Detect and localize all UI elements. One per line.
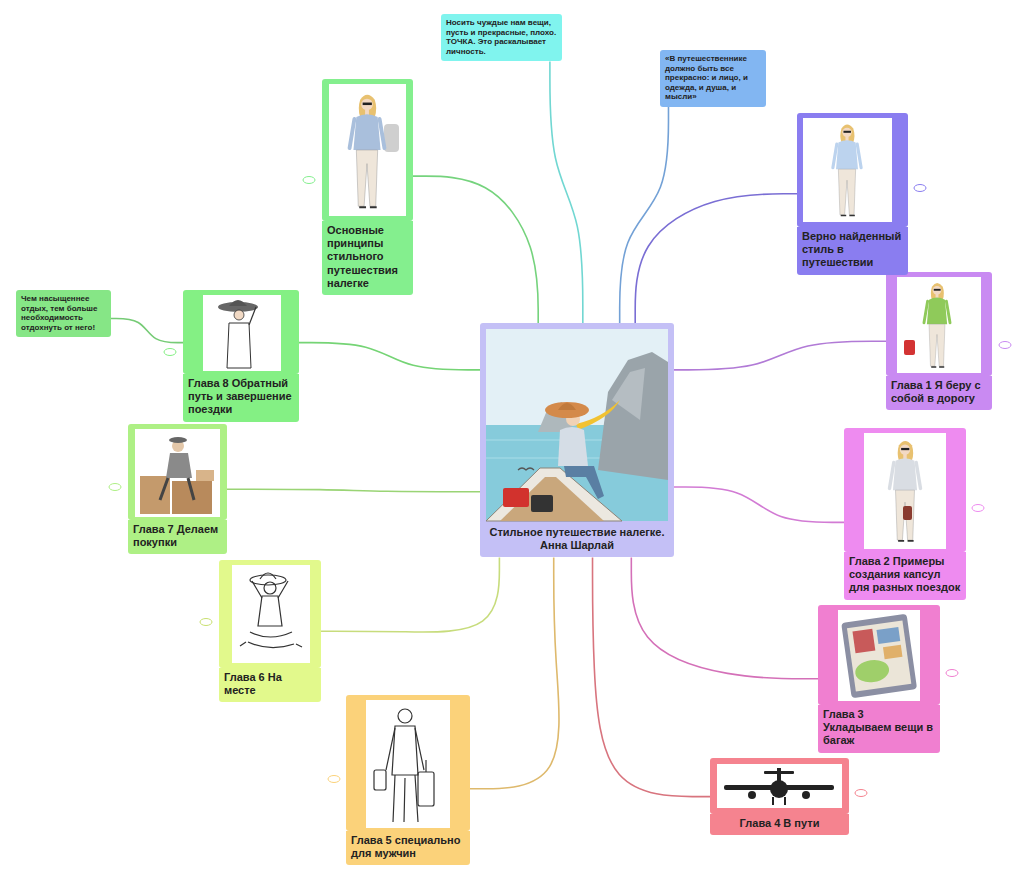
topic-text: Стильное путешествие налегке. Анна Шарла…: [480, 523, 674, 557]
central-topic: Стильное путешествие налегке. Анна Шарла…: [480, 323, 674, 557]
branch-topic: Верно найденный стиль в путешествии: [797, 113, 908, 275]
topic-text: Глава 5 специально для мужчин: [346, 831, 470, 865]
branch-connector: [413, 176, 538, 323]
topic-text: Глава 6 На месте: [219, 668, 321, 702]
topic-text: Основные принципы стильного путешествия …: [322, 221, 413, 295]
collapse-marker: [946, 670, 958, 677]
branch-connector: [620, 107, 669, 323]
collapse-marker: [164, 349, 176, 356]
note-box: Носить чуждые нам вещи, пусть и прекрасн…: [441, 14, 562, 61]
collapse-marker: [200, 619, 212, 626]
branch-connector: [674, 487, 844, 522]
topic-text: Глава 3 Укладываем вещи в багаж: [818, 705, 940, 753]
collapse-marker: [999, 342, 1011, 349]
collapse-marker: [914, 185, 926, 192]
branch-connector: [470, 557, 559, 788]
branch-topic: Глава 7 Делаем покупки: [128, 424, 227, 554]
collapse-marker: [109, 484, 121, 491]
topic-text: Глава 1 Я беру с собой в дорогу: [886, 376, 992, 410]
branch-topic: Основные принципы стильного путешествия …: [322, 79, 413, 295]
branch-connector: [593, 557, 710, 796]
branch-topic: Глава 2 Примеры создания капсул для разн…: [844, 428, 966, 600]
branch-topic: Глава 4 В пути: [710, 758, 849, 835]
branch-connector: [299, 343, 480, 370]
branch-topic: Глава 1 Я беру с собой в дорогу: [886, 272, 992, 410]
branch-connector: [550, 61, 583, 323]
note-text: Носить чуждые нам вещи, пусть и прекрасн…: [441, 14, 562, 61]
topic-text: Верно найденный стиль в путешествии: [797, 227, 908, 275]
branch-connector: [321, 557, 499, 632]
topic-text: Глава 7 Делаем покупки: [128, 520, 227, 554]
topic-text: Глава 4 В пути: [710, 814, 849, 835]
branch-topic: Глава 6 На месте: [219, 560, 321, 702]
note-text: «В путешественнике должно быть все прекр…: [660, 50, 766, 107]
note-box: Чем насыщеннее отдых, тем больше необход…: [16, 290, 111, 337]
collapse-marker: [972, 505, 984, 512]
branch-connector: [111, 318, 183, 342]
branch-connector: [631, 557, 818, 678]
note-text: Чем насыщеннее отдых, тем больше необход…: [16, 290, 111, 337]
topic-text: Глава 8 Обратный путь и завершение поезд…: [183, 374, 299, 422]
topic-text: Глава 2 Примеры создания капсул для разн…: [844, 552, 966, 600]
branch-connector: [635, 194, 797, 323]
collapse-marker: [303, 177, 315, 184]
branch-topic: Глава 3 Укладываем вещи в багаж: [818, 605, 940, 753]
branch-connector: [227, 489, 480, 492]
branch-topic: Глава 5 специально для мужчин: [346, 695, 470, 865]
collapse-marker: [855, 790, 867, 797]
branch-connector: [674, 341, 886, 370]
branch-topic: Глава 8 Обратный путь и завершение поезд…: [183, 290, 299, 422]
note-box: «В путешественнике должно быть все прекр…: [660, 50, 766, 107]
collapse-marker: [328, 776, 340, 783]
